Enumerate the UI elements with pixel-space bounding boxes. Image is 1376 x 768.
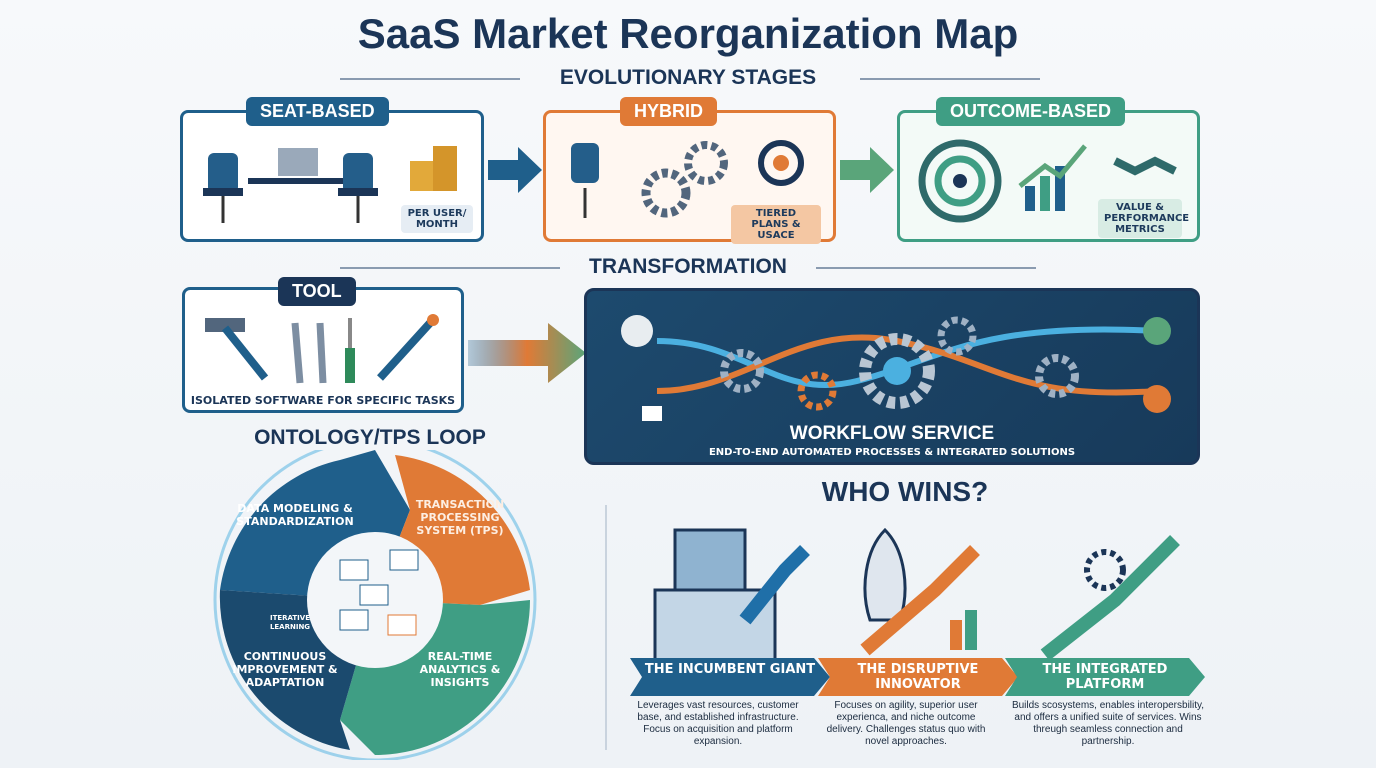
winner-desc: Focuses on agility, superior user experi… <box>826 700 986 747</box>
workflow-subtitle: END-TO-END AUTOMATED PROCESSES & INTEGRA… <box>708 447 1076 458</box>
stage-label: OUTCOME-BASED <box>936 97 1125 126</box>
loop-data-modeling: DATA MODELING & STANDARDIZATION <box>236 502 354 528</box>
loop-analytics: REAL-TIME ANALYTICS & INSIGHTS <box>419 650 501 689</box>
section-ontology-loop: ONTOLOGY/TPS LOOP <box>254 426 486 449</box>
workflow-title: WORKFLOW SERVICE <box>789 423 995 444</box>
workflow-service-box: WORKFLOW SERVICE END-TO-END AUTOMATED PR… <box>584 288 1200 465</box>
arrow-right-icon <box>488 147 542 193</box>
stage-tag: PER USER/ MONTH <box>401 205 473 233</box>
winner-desc: Builds scosystems, enables interopersbil… <box>1011 700 1205 747</box>
stage-seat-based: PER USER/ MONTH <box>180 110 484 242</box>
arrow-right-icon <box>840 147 894 193</box>
ontology-loop-diagram <box>213 450 537 760</box>
stage-tag: VALUE & PERFORMANCE METRICS <box>1098 199 1189 238</box>
divider <box>605 505 607 750</box>
tools-icon <box>205 314 439 384</box>
divider <box>340 78 520 80</box>
loop-continuous-improvement: CONTINUOUS IMPROVEMENT & ADAPTATION <box>232 650 338 689</box>
section-who-wins: WHO WINS? <box>821 476 989 507</box>
tool-label: TOOL <box>278 277 356 306</box>
winner-ribbon-integrated: THE INTEGRATED PLATFORM <box>1005 658 1205 696</box>
coins-icon <box>410 146 457 191</box>
loop-iterative-learning: ITERATIVE LEARNING <box>269 614 311 631</box>
office-chairs-icon <box>203 148 378 223</box>
stage-label: SEAT-BASED <box>246 97 389 126</box>
transform-arrow-icon <box>468 323 586 383</box>
target-chart-handshake-icon <box>918 139 1177 223</box>
section-evolutionary-stages: EVOLUTIONARY STAGES <box>559 66 817 89</box>
winners-illustrations <box>653 527 1180 660</box>
divider <box>860 78 1040 80</box>
loop-tps: TRANSACTION PROCESSING SYSTEM (TPS) <box>415 498 505 537</box>
winner-ribbon-incumbent: THE INCUMBENT GIANT <box>630 658 830 696</box>
chair-gears-target-icon <box>571 140 804 218</box>
stage-tag: TIERED PLANS & USACE <box>731 205 821 244</box>
winner-desc: Leverages vast resources, customer base,… <box>637 700 799 747</box>
divider <box>340 267 560 269</box>
stage-hybrid: TIERED PLANS & USACE <box>543 110 836 244</box>
workflow-gears-icon <box>621 315 1171 421</box>
stage-outcome-based: VALUE & PERFORMANCE METRICS <box>897 110 1200 242</box>
divider <box>816 267 1036 269</box>
stage-label: HYBRID <box>620 97 718 126</box>
tool-caption: ISOLATED SOFTWARE FOR SPECIFIC TASKS <box>190 394 456 407</box>
winner-ribbon-disruptive: THE DISRUPTIVE INNOVATOR <box>818 658 1018 696</box>
section-transformation: TRANSFORMATION <box>589 255 787 278</box>
page-title: SaaS Market Reorganization Map <box>357 10 1019 57</box>
